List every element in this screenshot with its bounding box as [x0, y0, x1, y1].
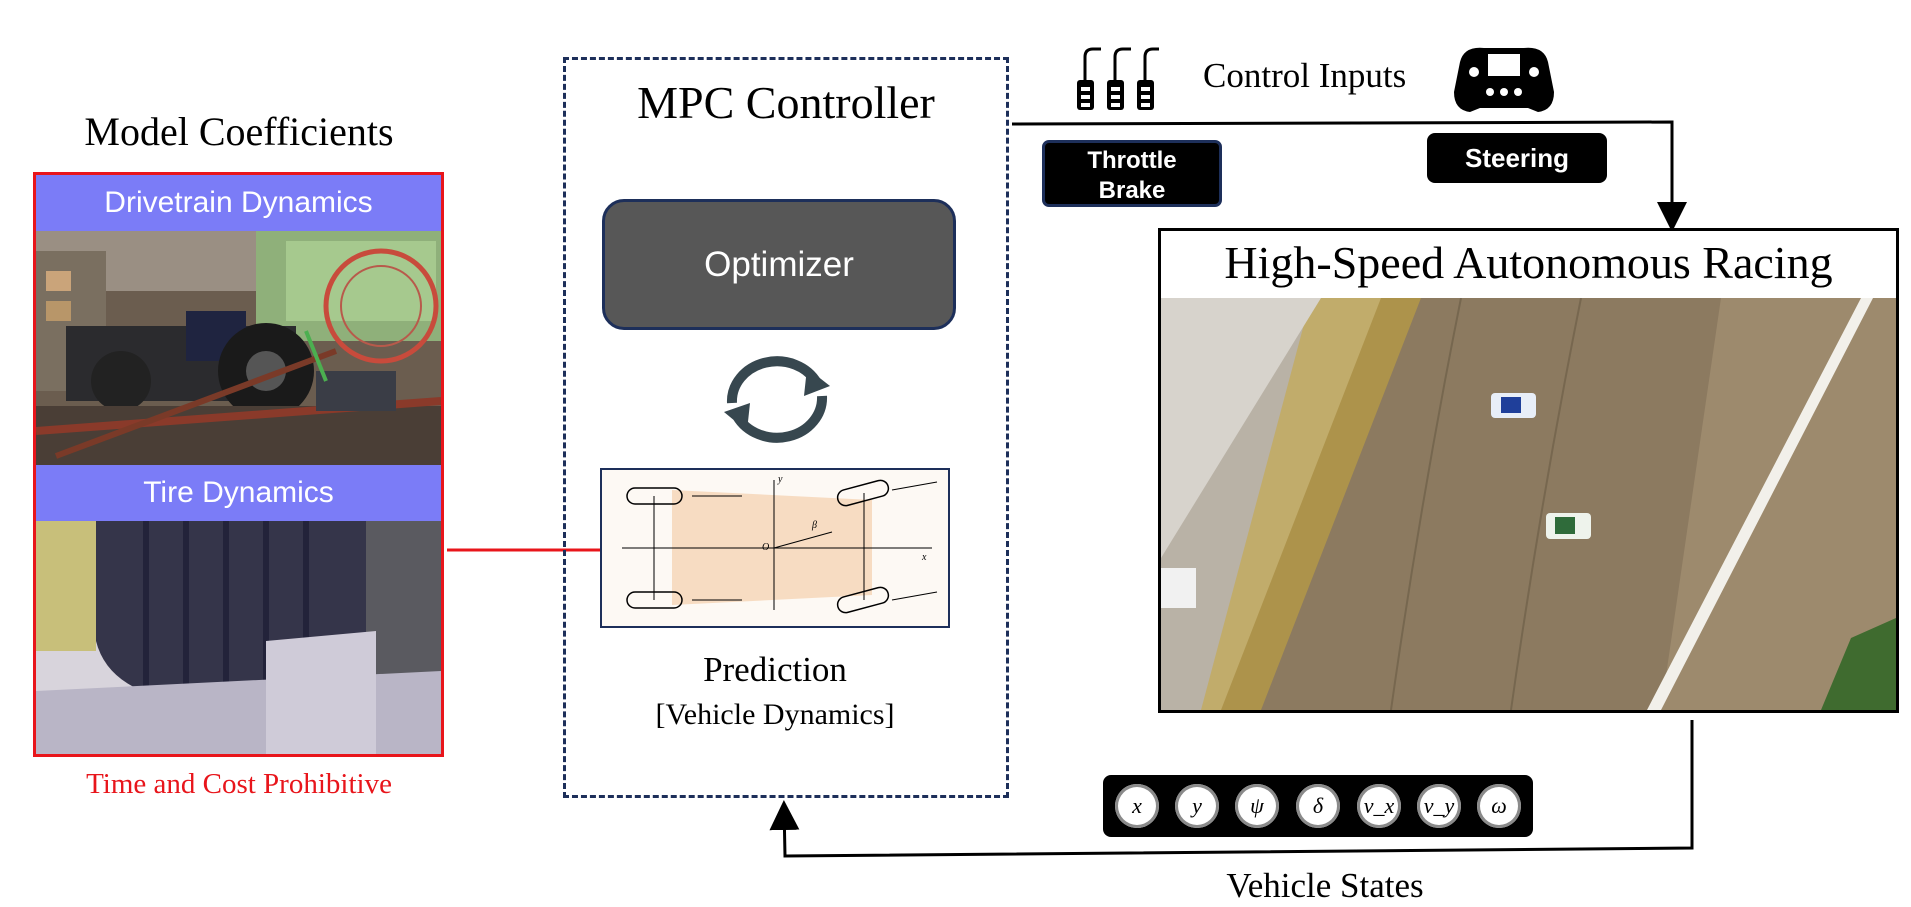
- vehicle-states-bar: x y ψ δ v_x v_y ω: [1103, 775, 1533, 837]
- state-omega: ω: [1477, 784, 1521, 828]
- model-coefficients-title: Model Coefficients: [84, 109, 394, 154]
- svg-text:x: x: [921, 552, 927, 563]
- state-x: x: [1115, 784, 1159, 828]
- model-coefficients-panel: Drivetrain Dynamics Tire Dynamics: [33, 172, 444, 757]
- state-psi: ψ: [1235, 784, 1279, 828]
- brake-label: Brake: [1098, 177, 1166, 204]
- throttle-label: Throttle: [1087, 147, 1177, 174]
- state-vy: v_y: [1417, 784, 1461, 828]
- cost-warning-note: Time and Cost Prohibitive: [86, 768, 392, 800]
- prediction-title: Prediction: [703, 650, 847, 689]
- drivetrain-dynamics-label: Drivetrain Dynamics: [36, 175, 441, 231]
- steering-block: Steering: [1427, 133, 1607, 183]
- vehicle-dynamics-schematic: O y x β: [600, 468, 950, 628]
- racing-title: High-Speed Autonomous Racing: [1224, 237, 1833, 288]
- racing-track-photo: [1161, 298, 1896, 710]
- svg-text:y: y: [777, 474, 783, 485]
- tire-dynamics-label: Tire Dynamics: [36, 465, 441, 521]
- drivetrain-dyno-photo: [36, 231, 441, 465]
- control-inputs-arrow: [1011, 120, 1687, 232]
- state-delta: δ: [1296, 784, 1340, 828]
- throttle-brake-block: Throttle Brake: [1042, 140, 1222, 207]
- refresh-cycle-icon: [724, 356, 830, 443]
- pedals-icon: [1077, 47, 1159, 110]
- control-inputs-label: Control Inputs: [1203, 56, 1407, 95]
- svg-text:O: O: [762, 542, 769, 553]
- vehicle-states-arrow: [769, 720, 1694, 858]
- tire-test-photo: [36, 521, 441, 754]
- state-y: y: [1175, 784, 1219, 828]
- steering-wheel-icon: [1454, 47, 1554, 112]
- mpc-controller-title: MPC Controller: [637, 77, 935, 128]
- state-vx: v_x: [1357, 784, 1401, 828]
- svg-text:β: β: [811, 520, 817, 531]
- vehicle-states-label: Vehicle States: [1226, 866, 1424, 905]
- prediction-subtitle: [Vehicle Dynamics]: [655, 698, 895, 731]
- optimizer-block: Optimizer: [602, 199, 956, 330]
- mpc-controller-box: [563, 57, 1009, 798]
